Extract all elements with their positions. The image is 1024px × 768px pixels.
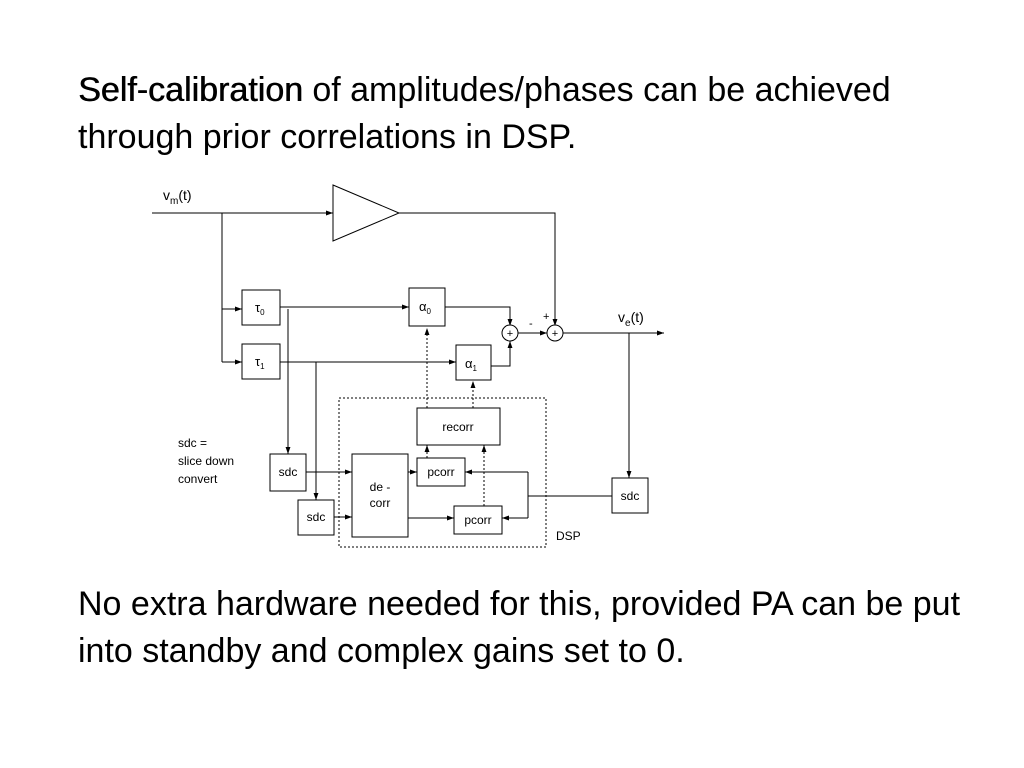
svg-text:corr: corr <box>370 496 391 510</box>
sdc-block-lower: sdc <box>297 499 335 536</box>
svg-text:sdc: sdc <box>279 465 298 479</box>
svg-text:τ1: τ1 <box>255 354 265 371</box>
svg-text:sdc: sdc <box>621 489 640 503</box>
svg-text:sdc: sdc <box>307 510 326 524</box>
dsp-label: DSP <box>556 529 581 543</box>
svg-text:recorr: recorr <box>442 420 473 434</box>
intro-text: of amplitudes/phases can be achieved thr… <box>78 71 891 156</box>
svg-text:convert: convert <box>178 472 218 486</box>
pa-amplifier-icon <box>332 184 401 242</box>
svg-text:α1: α1 <box>465 356 478 373</box>
plus-sign: + <box>543 311 549 323</box>
input-signal-label: vm(t) <box>163 187 192 207</box>
intro-paragraph: Self-calibration of amplitudes/phases ca… <box>78 67 978 161</box>
svg-text:+: + <box>507 328 513 340</box>
alpha1-gain-block: α1 <box>455 344 492 381</box>
svg-text:+: + <box>552 328 558 340</box>
tau0-delay-block: τ0 <box>241 289 281 326</box>
output-signal-label: ve(t) <box>618 309 644 329</box>
summer-right: + <box>546 324 564 342</box>
signal-wires <box>152 210 664 521</box>
minus-sign: - <box>529 318 533 330</box>
highlight-term: Self-calibration <box>78 71 303 109</box>
svg-text:pcorr: pcorr <box>464 513 491 527</box>
sdc-legend: sdc = slice down convert <box>178 436 234 486</box>
svg-text:pcorr: pcorr <box>427 465 454 479</box>
svg-text:slice down: slice down <box>178 454 234 468</box>
conclusion-paragraph: No extra hardware needed for this, provi… <box>78 585 961 670</box>
tau1-delay-block: τ1 <box>241 343 281 380</box>
svg-text:α0: α0 <box>419 299 432 316</box>
sdc-block-upper: sdc <box>269 453 307 492</box>
svg-text:de -: de - <box>370 480 391 494</box>
alpha0-gain-block: α0 <box>408 287 446 327</box>
pcorr-block-bottom: pcorr <box>453 505 503 535</box>
summer-left: + <box>501 324 519 342</box>
sdc-block-feedback: sdc <box>611 477 649 514</box>
decorr-block: de - corr <box>351 453 409 538</box>
svg-text:sdc =: sdc = <box>178 436 207 450</box>
pcorr-block-top: pcorr <box>416 457 466 487</box>
svg-text:τ0: τ0 <box>255 300 265 317</box>
recorr-block: recorr <box>416 407 501 446</box>
